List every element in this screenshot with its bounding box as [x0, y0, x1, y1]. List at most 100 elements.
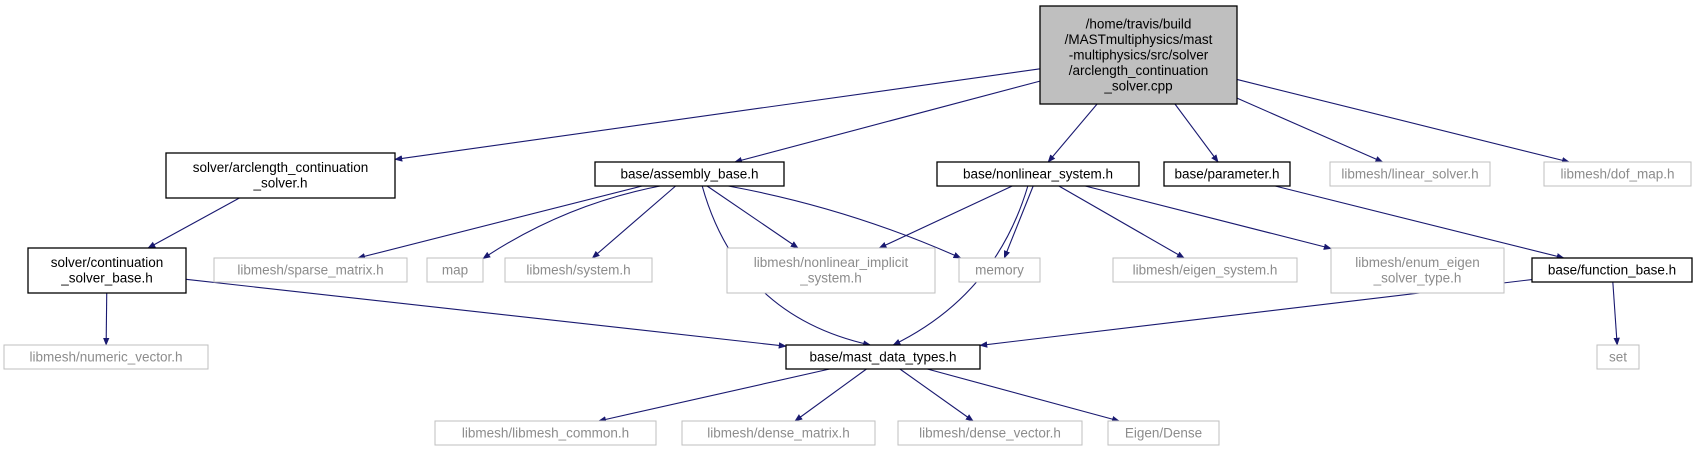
node-label: base/assembly_base.h	[620, 166, 758, 181]
node-label: libmesh/dof_map.h	[1560, 166, 1674, 181]
node-label: Eigen/Dense	[1125, 425, 1202, 440]
node-arclength-h[interactable]: solver/arclength_continuation_solver.h	[165, 152, 396, 199]
node-box	[1543, 161, 1692, 187]
node-label: base/parameter.h	[1174, 166, 1279, 181]
node-mast-data-types[interactable]: base/mast_data_types.h	[785, 344, 981, 370]
node-dense-matrix: libmesh/dense_matrix.h	[681, 420, 876, 446]
node-label: solver/arclength_continuation	[193, 160, 369, 175]
node-box	[1330, 247, 1505, 294]
node-set: set	[1596, 344, 1640, 370]
node-label: _system.h	[799, 271, 862, 286]
node-function-base[interactable]: base/function_base.h	[1531, 257, 1693, 283]
node-box	[897, 420, 1083, 446]
node-enum-eigen: libmesh/enum_eigen_solver_type.h	[1330, 247, 1505, 294]
node-linear-solver: libmesh/linear_solver.h	[1329, 161, 1491, 187]
node-assembly-base[interactable]: base/assembly_base.h	[594, 161, 785, 187]
node-box	[1329, 161, 1491, 187]
node-label: solver/continuation	[51, 255, 164, 270]
edge-mast-data-types-to-dense-vector	[899, 368, 974, 422]
node-label: /home/travis/build	[1086, 16, 1192, 31]
node-label: /MASTmultiphysics/mast	[1065, 32, 1213, 47]
edge-assembly-base-to-nonlinear-implicit	[706, 185, 799, 249]
node-label: libmesh/system.h	[526, 262, 630, 277]
node-box	[1039, 5, 1238, 105]
edge-assembly-base-to-memory	[728, 185, 962, 259]
node-memory: memory	[958, 257, 1041, 283]
node-box	[1112, 257, 1298, 283]
node-label: libmesh/enum_eigen	[1355, 255, 1480, 270]
node-box	[594, 161, 785, 187]
node-label: libmesh/dense_matrix.h	[707, 425, 850, 440]
edge-assembly-base-to-sparse-matrix	[357, 185, 643, 260]
edge-assembly-base-to-map	[482, 185, 661, 259]
edge-assembly-base-to-system	[591, 185, 676, 259]
node-label: libmesh/eigen_system.h	[1133, 262, 1278, 277]
node-box	[165, 152, 396, 199]
node-label: base/mast_data_types.h	[809, 349, 956, 364]
edge-root-to-nonlinear-system	[1047, 103, 1098, 163]
node-root[interactable]: /home/travis/build/MASTmultiphysics/mast…	[1039, 5, 1238, 105]
node-label: base/nonlinear_system.h	[963, 166, 1113, 181]
edge-mast-data-types-to-libmesh-common	[598, 368, 830, 423]
node-numeric-vector: libmesh/numeric_vector.h	[3, 344, 209, 370]
node-parameter[interactable]: base/parameter.h	[1163, 161, 1291, 187]
node-box	[1163, 161, 1291, 187]
node-label: libmesh/numeric_vector.h	[29, 349, 182, 364]
edge-root-to-dof-map	[1236, 78, 1570, 164]
node-nonlinear-implicit: libmesh/nonlinear_implicit_system.h	[726, 247, 936, 294]
edge-mast-data-types-to-dense-matrix	[794, 368, 867, 422]
node-label: base/function_base.h	[1548, 262, 1676, 277]
node-label: memory	[975, 262, 1024, 277]
edge-mast-data-types-to-eigen-dense	[927, 368, 1120, 423]
node-label: libmesh/libmesh_common.h	[462, 425, 629, 440]
node-box	[785, 344, 981, 370]
node-box	[1596, 344, 1640, 370]
node-box	[681, 420, 876, 446]
edge-root-to-linear-solver	[1236, 97, 1384, 163]
node-continuation-base[interactable]: solver/continuation_solver_base.h	[27, 247, 187, 294]
node-box	[3, 344, 209, 370]
edge-nonlinear-system-to-memory	[1003, 185, 1034, 259]
node-box	[958, 257, 1041, 283]
edge-nonlinear-system-to-nonlinear-implicit	[878, 185, 1013, 249]
edge-root-to-assembly-base	[734, 80, 1041, 164]
edge-root-to-parameter	[1174, 103, 1219, 163]
node-box	[426, 257, 484, 283]
edge-nonlinear-system-to-eigen-system	[1058, 185, 1185, 259]
edge-continuation-base-to-mast-data-types	[185, 278, 787, 349]
node-label: set	[1609, 349, 1627, 364]
node-box	[213, 257, 408, 283]
node-box	[936, 161, 1140, 187]
edge-continuation-base-to-numeric-vector	[103, 292, 110, 346]
node-nonlinear-system[interactable]: base/nonlinear_system.h	[936, 161, 1140, 187]
node-label: /arclength_continuation	[1069, 63, 1209, 78]
node-box	[27, 247, 187, 294]
edge-parameter-to-function-base	[1274, 185, 1565, 260]
edges-layer	[103, 68, 1620, 423]
node-sparse-matrix: libmesh/sparse_matrix.h	[213, 257, 408, 283]
node-box	[726, 247, 936, 294]
node-label: libmesh/nonlinear_implicit	[754, 255, 909, 270]
node-eigen-dense: Eigen/Dense	[1107, 420, 1220, 446]
node-label: libmesh/dense_vector.h	[919, 425, 1061, 440]
edge-root-to-arclength-h	[394, 68, 1041, 162]
node-label: libmesh/sparse_matrix.h	[237, 262, 383, 277]
node-box	[1531, 257, 1693, 283]
node-dof-map: libmesh/dof_map.h	[1543, 161, 1692, 187]
node-box	[1107, 420, 1220, 446]
node-label: _solver_base.h	[60, 271, 153, 286]
node-label: map	[442, 262, 468, 277]
node-label: _solver.cpp	[1103, 78, 1172, 93]
node-label: _solver.h	[252, 176, 307, 191]
nodes-layer: /home/travis/build/MASTmultiphysics/mast…	[3, 5, 1693, 446]
node-label: libmesh/linear_solver.h	[1341, 166, 1478, 181]
edge-arclength-h-to-continuation-base	[147, 197, 240, 249]
node-libmesh-common: libmesh/libmesh_common.h	[434, 420, 657, 446]
edge-function-base-to-set	[1612, 281, 1620, 346]
node-eigen-system: libmesh/eigen_system.h	[1112, 257, 1298, 283]
node-label: -multiphysics/src/solver	[1069, 47, 1209, 62]
node-box	[504, 257, 653, 283]
node-map: map	[426, 257, 484, 283]
node-dense-vector: libmesh/dense_vector.h	[897, 420, 1083, 446]
node-label: _solver_type.h	[1373, 271, 1462, 286]
